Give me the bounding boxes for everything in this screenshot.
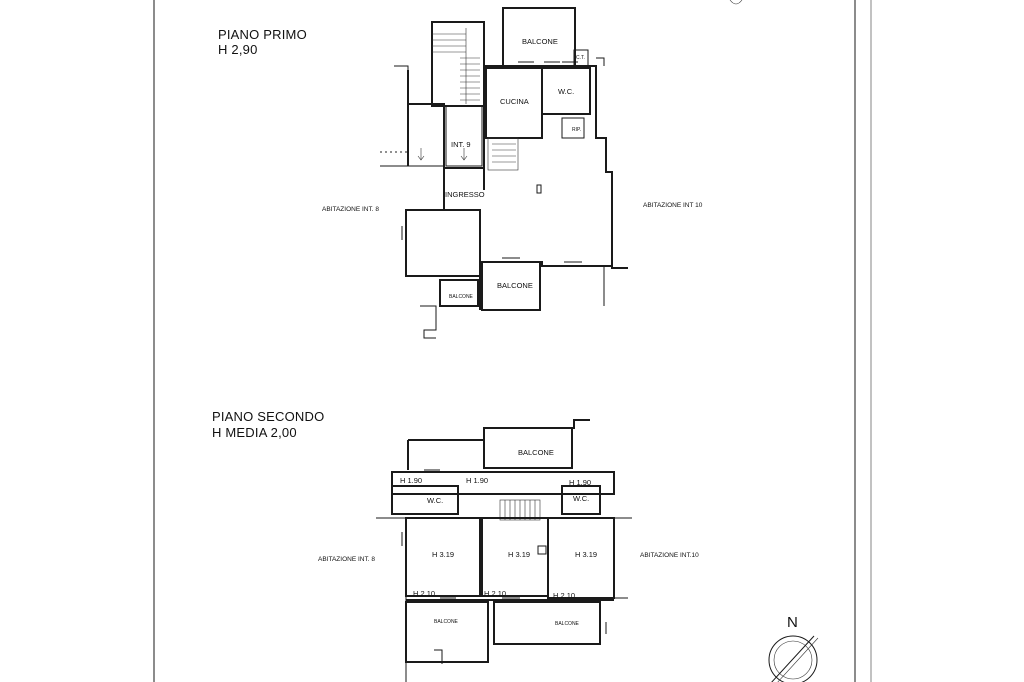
second-label-h190-b: H 1.90 [466, 476, 489, 485]
first-stair-treads [432, 28, 480, 104]
second-label-balcone-right: BALCONE [555, 621, 579, 627]
first-balcone-bottom [481, 261, 541, 311]
second-label-h210-a: H 2.10 [413, 589, 436, 598]
second-column [537, 545, 547, 555]
second-label-h319-a: H 3.19 [432, 550, 455, 559]
second-balcone-right [493, 601, 601, 645]
first-east-jog [596, 57, 605, 66]
first-outline-east [484, 65, 628, 269]
first-int9-wall [407, 70, 484, 169]
second-right-neighbor: ABITAZIONE INT.10 [640, 552, 699, 559]
first-label-wc: W.C. [558, 87, 575, 96]
first-left-neighbor: ABITAZIONE INT. 8 [322, 206, 379, 213]
first-int9-room [445, 105, 483, 167]
second-balcone-left [405, 601, 489, 663]
first-label-rip: RIP. [572, 127, 582, 133]
second-label-h190-c: H 1.90 [569, 478, 592, 487]
first-floor-plan [380, 7, 628, 339]
second-attic-strip [391, 471, 615, 495]
second-room-left [405, 517, 481, 597]
second-label-h210-c: H 2.10 [553, 591, 576, 600]
first-balcone-small [439, 279, 479, 307]
sheet-mark-top [729, 0, 743, 5]
second-balcone-top [483, 427, 573, 469]
first-south-steps [420, 305, 437, 339]
first-west-jog [394, 65, 409, 70]
second-north-wall [408, 419, 590, 441]
second-south-step [434, 649, 443, 664]
second-left-neighbor: ABITAZIONE INT. 8 [318, 556, 375, 563]
second-label-h190-a: H 1.90 [400, 476, 423, 485]
second-wc-left [391, 485, 459, 515]
first-floor-title: PIANO PRIMO [218, 27, 307, 42]
second-label-h210-b: H 2.10 [484, 589, 507, 598]
second-wc-right [561, 485, 601, 515]
second-label-balcone-left: BALCONE [434, 619, 458, 625]
first-floor-height: H 2,90 [218, 42, 258, 57]
second-floor-title: PIANO SECONDO [212, 409, 325, 424]
first-room-lower-left [405, 209, 481, 277]
second-floor-height: H MEDIA 2,00 [212, 425, 297, 440]
first-label-balcone-bottom: BALCONE [497, 281, 533, 290]
first-label-cucina: CUCINA [500, 97, 529, 106]
second-floor-plan [376, 419, 632, 682]
second-room-right [547, 517, 615, 599]
first-label-balcone-top: BALCONE [522, 37, 558, 46]
north-label: N [787, 614, 798, 631]
first-window-marks [401, 61, 582, 277]
second-window-marks [401, 469, 607, 634]
first-label-balcone-small: BALCONE [449, 294, 473, 300]
first-label-int9: INT. 9 [451, 140, 471, 149]
first-label-ingresso: INGRESSO [445, 190, 485, 199]
first-column [536, 184, 542, 194]
first-rip [561, 117, 585, 139]
first-wc [541, 67, 591, 115]
second-label-wc-right: W.C. [573, 494, 590, 503]
north-compass [768, 635, 819, 682]
second-label-h319-c: H 3.19 [575, 550, 598, 559]
first-arrows [417, 148, 468, 161]
first-right-neighbor: ABITAZIONE INT 10 [643, 202, 703, 209]
second-label-h319-b: H 3.19 [508, 550, 531, 559]
first-label-ct: C.T. [576, 55, 585, 61]
first-inner-stair [487, 137, 519, 171]
second-label-balcone-top: BALCONE [518, 448, 554, 457]
second-stair [499, 499, 541, 521]
second-label-wc-left: W.C. [427, 496, 444, 505]
